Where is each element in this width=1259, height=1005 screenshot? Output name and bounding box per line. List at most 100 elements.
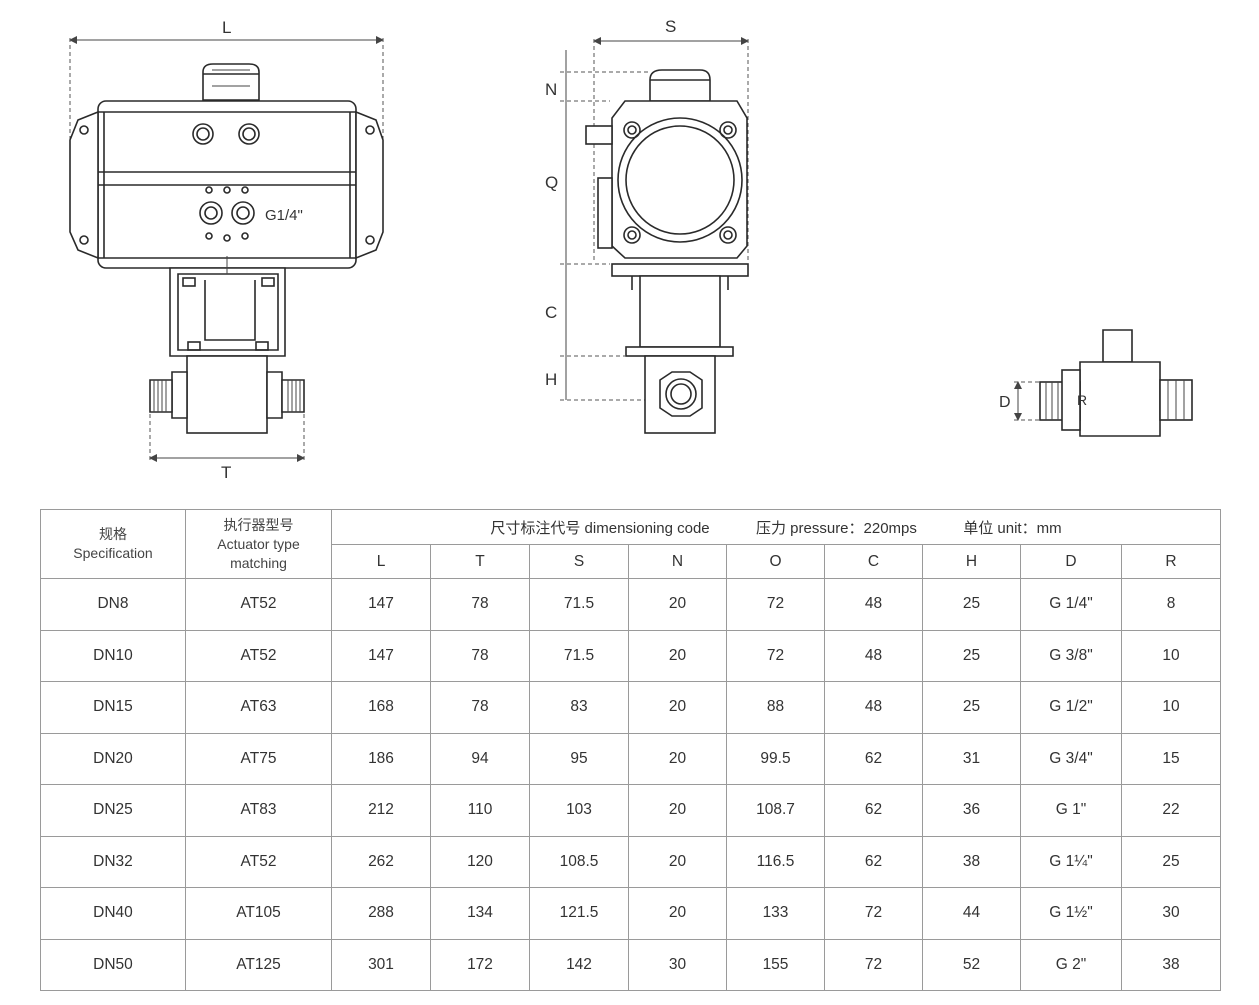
table-cell: DN32: [40, 835, 186, 888]
table-cell: 48: [824, 681, 923, 734]
table-cell: 288: [331, 887, 431, 940]
table-cell: 78: [430, 629, 530, 682]
dim-label-C: C: [545, 303, 557, 322]
table-cell: 71.5: [529, 629, 629, 682]
table-cell: G 3/8": [1020, 629, 1122, 682]
table-cell: 121.5: [529, 887, 629, 940]
header-dimensioning: 尺寸标注代号 dimensioning code 压力 pressure：220…: [331, 509, 1221, 545]
header-pressure: 压力 pressure：220mps: [756, 519, 917, 537]
table-cell: 25: [922, 629, 1021, 682]
dim-column-header: H: [922, 544, 1021, 579]
table-cell: 142: [529, 938, 629, 991]
header-unit: 单位 unit：mm: [963, 519, 1062, 537]
specification-table: 规格 Specification 执行器型号 Actuator type mat…: [40, 509, 1221, 991]
header-actuator-en: Actuator type: [217, 535, 300, 552]
table-cell: 186: [331, 732, 431, 785]
table-cell: AT125: [185, 938, 332, 991]
table-cell: 20: [628, 578, 727, 631]
table-cell: 72: [824, 938, 923, 991]
table-cell: 72: [726, 578, 825, 631]
table-cell: 25: [922, 578, 1021, 631]
dim-column-header: R: [1121, 544, 1221, 579]
table-cell: G 1": [1020, 784, 1122, 837]
header-specification-en: Specification: [73, 545, 153, 561]
table-cell: DN10: [40, 629, 186, 682]
table-cell: 30: [628, 938, 727, 991]
table-cell: 8: [1121, 578, 1221, 631]
table-cell: 62: [824, 732, 923, 785]
header-actuator: 执行器型号 Actuator type matching: [185, 509, 332, 579]
header-actuator-en2: matching: [230, 554, 287, 571]
dim-label-Q: Q: [545, 173, 558, 192]
table-cell: 147: [331, 629, 431, 682]
table-cell: 36: [922, 784, 1021, 837]
table-cell: 48: [824, 629, 923, 682]
table-cell: AT105: [185, 887, 332, 940]
table-cell: 10: [1121, 629, 1221, 682]
table-cell: DN50: [40, 938, 186, 991]
table-cell: 120: [430, 835, 530, 888]
header-actuator-cn: 执行器型号: [223, 516, 294, 533]
table-cell: 155: [726, 938, 825, 991]
table-cell: 52: [922, 938, 1021, 991]
dim-column-header: C: [824, 544, 923, 579]
table-cell: G 1¼": [1020, 835, 1122, 888]
table-cell: 20: [628, 629, 727, 682]
table-cell: 108.5: [529, 835, 629, 888]
table-cell: 62: [824, 784, 923, 837]
table-cell: 78: [430, 681, 530, 734]
table-cell: 83: [529, 681, 629, 734]
table-cell: AT63: [185, 681, 332, 734]
table-cell: 262: [331, 835, 431, 888]
table-cell: 99.5: [726, 732, 825, 785]
table-cell: DN20: [40, 732, 186, 785]
table-cell: AT83: [185, 784, 332, 837]
technical-drawing: L G1/4": [69, 17, 1193, 482]
table-cell: 172: [430, 938, 530, 991]
table-cell: 48: [824, 578, 923, 631]
table-cell: G 1/2": [1020, 681, 1122, 734]
dim-column-header: S: [529, 544, 629, 579]
dim-column-header: O: [726, 544, 825, 579]
table-cell: 15: [1121, 732, 1221, 785]
table-cell: 133: [726, 887, 825, 940]
port-detail-view: D R: [999, 329, 1193, 437]
front-view: L G1/4": [69, 18, 384, 482]
table-cell: 31: [922, 732, 1021, 785]
table-cell: 30: [1121, 887, 1221, 940]
table-cell: 44: [922, 887, 1021, 940]
dim-label-N: N: [545, 80, 557, 99]
dim-column-header: N: [628, 544, 727, 579]
table-cell: 301: [331, 938, 431, 991]
table-cell: 38: [922, 835, 1021, 888]
table-cell: 94: [430, 732, 530, 785]
table-cell: G 2": [1020, 938, 1122, 991]
table-cell: 116.5: [726, 835, 825, 888]
table-cell: AT75: [185, 732, 332, 785]
table-cell: 168: [331, 681, 431, 734]
table-cell: 212: [331, 784, 431, 837]
table-cell: 72: [726, 629, 825, 682]
dim-label-H: H: [545, 370, 557, 389]
table-cell: 38: [1121, 938, 1221, 991]
table-cell: AT52: [185, 578, 332, 631]
table-cell: 62: [824, 835, 923, 888]
table-cell: DN40: [40, 887, 186, 940]
table-cell: 25: [1121, 835, 1221, 888]
table-cell: 108.7: [726, 784, 825, 837]
table-cell: AT52: [185, 629, 332, 682]
table-cell: 22: [1121, 784, 1221, 837]
table-cell: G 3/4": [1020, 732, 1122, 785]
table-cell: 71.5: [529, 578, 629, 631]
dim-column-header: L: [331, 544, 431, 579]
table-cell: 147: [331, 578, 431, 631]
table-cell: 20: [628, 887, 727, 940]
table-cell: 78: [430, 578, 530, 631]
